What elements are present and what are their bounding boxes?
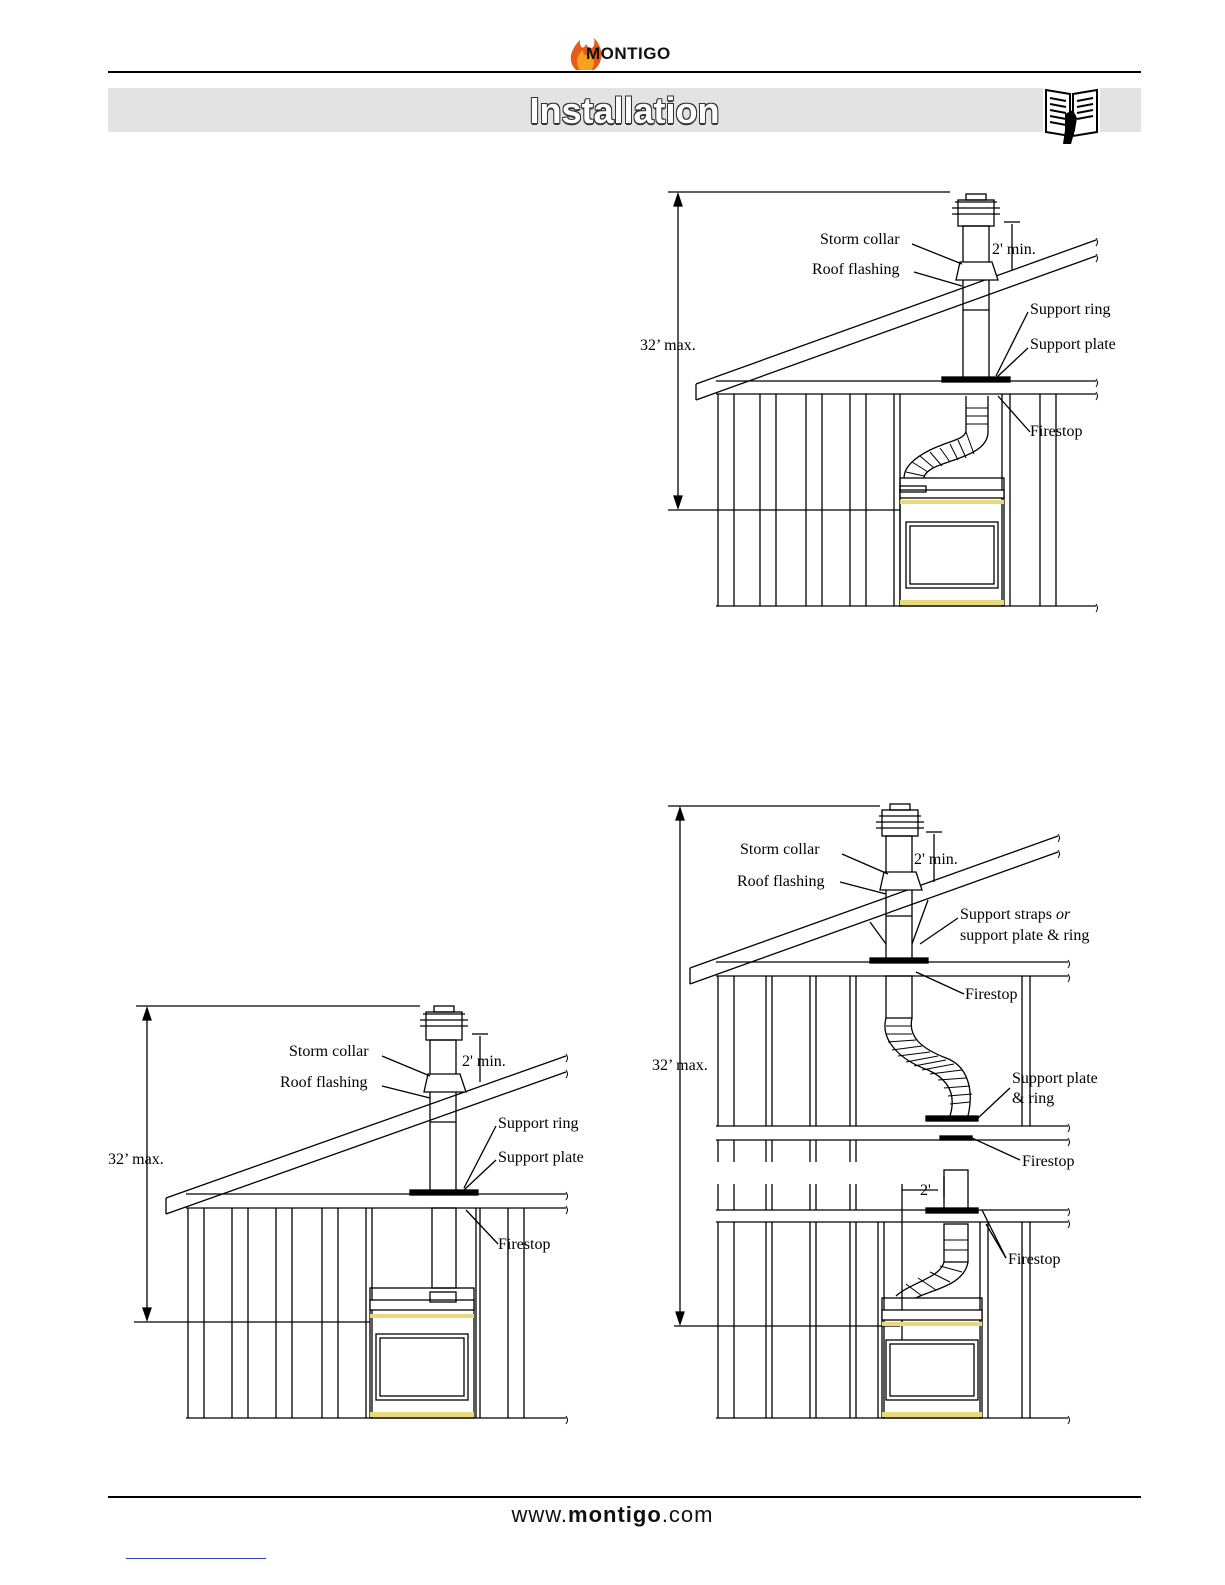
support-plate-label: Support plate [1012, 1070, 1098, 1087]
firestop-label: Firestop [1030, 423, 1083, 440]
and-ring-label: & ring [1012, 1090, 1055, 1107]
chimney-diagram-drawing [134, 1005, 568, 1425]
height-label: 32’ max. [640, 337, 696, 354]
header-rule [108, 71, 1141, 73]
footer-link-underline [126, 1558, 266, 1559]
two-min-label: 2' min. [462, 1053, 506, 1070]
section-banner: Installation [108, 88, 1141, 132]
height-label: 32’ max. [108, 1151, 164, 1168]
offset-label: 2' [920, 1182, 931, 1199]
roof-flashing-label: Roof flashing [280, 1074, 368, 1091]
diagram-top-right: 32’ max. Storm collar Roof flashing 2' m… [0, 0, 1225, 640]
support-plate-ring-alt-label: support plate & ring [960, 927, 1090, 944]
diagram-bottom-right: 32’ max. Storm collar Roof flashing 2' m… [652, 803, 1098, 1425]
read-manual-icon [1043, 84, 1100, 146]
website-prefix: www. [511, 1502, 569, 1527]
montigo-logo: MONTIGO [566, 30, 681, 72]
footer-rule [108, 1496, 1141, 1498]
roof-flashing-label: Roof flashing [737, 873, 825, 890]
roof-flashing-label: Roof flashing [812, 261, 900, 278]
or-text: or [1056, 906, 1071, 923]
brand-name: MONTIGO [586, 44, 671, 63]
firestop-lower-label: Firestop [1008, 1251, 1061, 1268]
chimney-diagram-drawing [668, 803, 1070, 1425]
section-title: Installation [529, 90, 720, 131]
website-suffix: .com [661, 1502, 714, 1527]
diagram-bottom-left: 32’ max. Storm collar Roof flashing 2' m… [108, 1005, 584, 1425]
firestop-label: Firestop [498, 1236, 551, 1253]
storm-collar-label: Storm collar [820, 231, 900, 248]
firestop-upper-label: Firestop [965, 986, 1018, 1003]
chimney-diagram-drawing [668, 191, 1098, 613]
support-ring-label: Support ring [1030, 301, 1111, 318]
support-ring-label: Support ring [498, 1115, 579, 1132]
firestop-middle-label: Firestop [1022, 1153, 1075, 1170]
height-label: 32’ max. [652, 1057, 708, 1074]
website-url[interactable]: www.montigo.com [0, 1502, 1225, 1528]
flame-icon [570, 38, 602, 70]
support-straps-text: Support straps [960, 906, 1052, 923]
two-min-label: 2' min. [914, 851, 958, 868]
support-straps-label: Support straps or [960, 905, 1070, 924]
storm-collar-label: Storm collar [289, 1043, 369, 1060]
support-plate-label: Support plate [1030, 336, 1116, 353]
storm-collar-label: Storm collar [740, 841, 820, 858]
two-min-label: 2' min. [992, 241, 1036, 258]
website-domain: montigo [568, 1502, 662, 1527]
support-plate-label: Support plate [498, 1149, 584, 1166]
